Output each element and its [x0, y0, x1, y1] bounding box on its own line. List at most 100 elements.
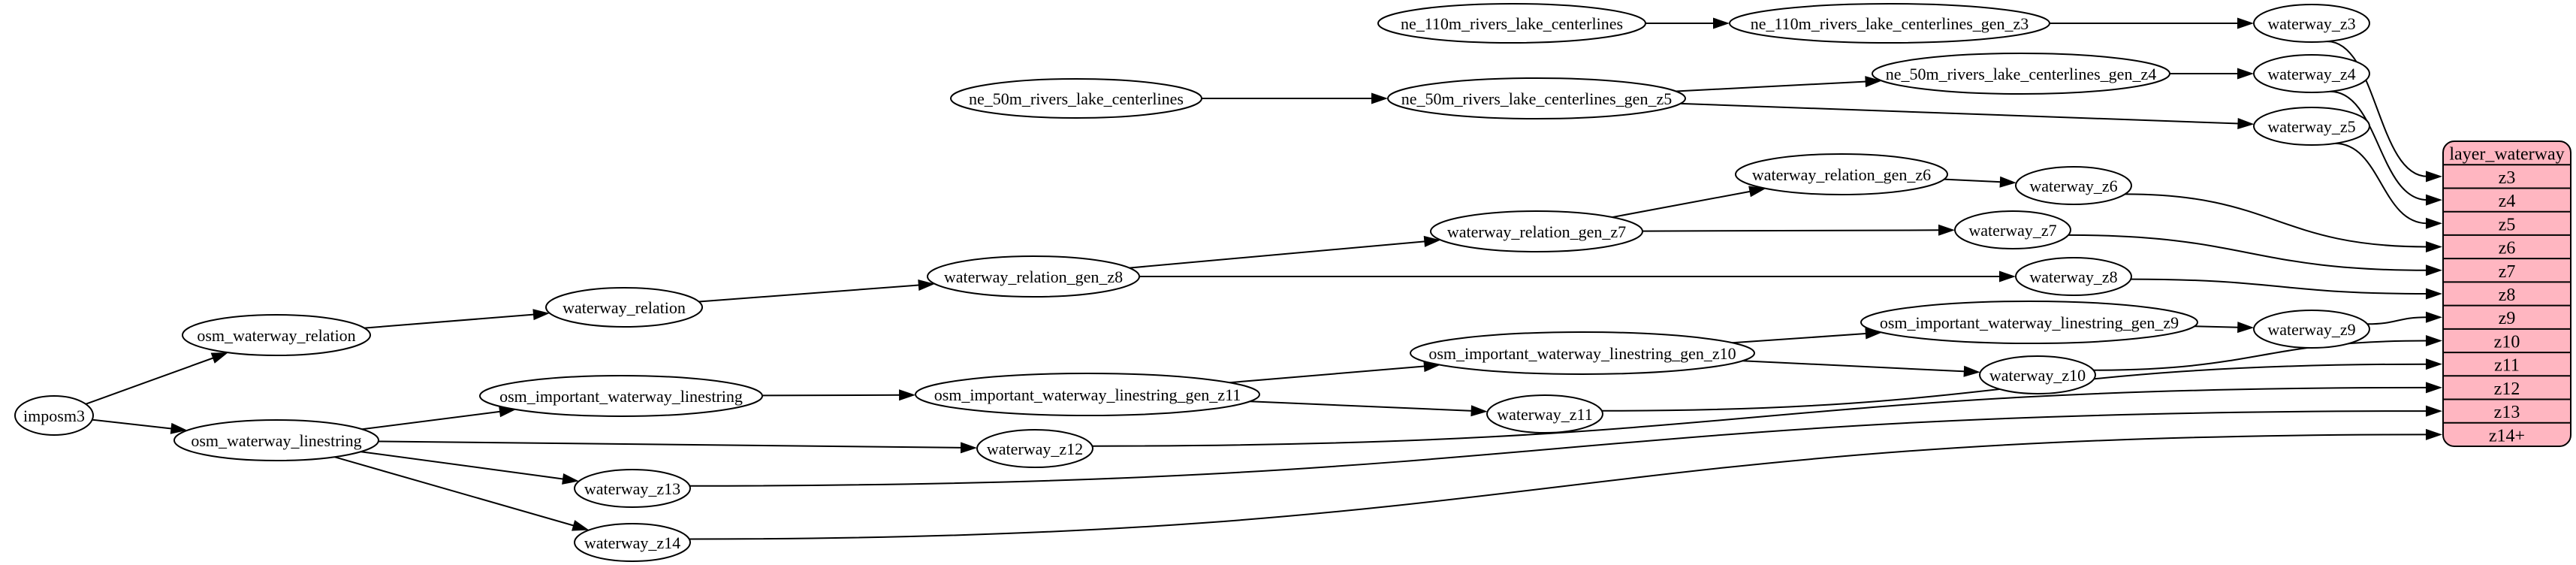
node-waterway_z4: waterway_z4 [2253, 54, 2370, 93]
table-row-z12: z12 [2494, 379, 2520, 399]
node-ne_110m_rivers_lake_centerlines_gen_z3-ellipse [1729, 3, 2050, 44]
node-waterway_z11-label: waterway_z11 [1497, 405, 1592, 424]
edge-osm_important_waterway_linestring_gen_z11-to-waterway_z11-arrowhead [1470, 405, 1488, 417]
edge-osm_waterway_relation-to-waterway_relation-path [364, 313, 535, 329]
table-row-z7: z7 [2499, 262, 2516, 282]
edge-osm_waterway_relation-to-waterway_relation-arrowhead [532, 309, 550, 321]
edge-waterway_relation_gen_z7-to-waterway_z7-arrowhead [1938, 224, 1956, 236]
node-ne_50m_rivers_lake_centerlines_gen_z5-ellipse [1387, 77, 1686, 119]
node-osm_important_waterway_linestring_gen_z11-label: osm_important_waterway_linestring_gen_z1… [934, 385, 1241, 404]
node-waterway_z12-label: waterway_z12 [987, 440, 1083, 458]
node-ne_110m_rivers_lake_centerlines_gen_z3: ne_110m_rivers_lake_centerlines_gen_z3 [1729, 3, 2050, 44]
node-ne_50m_rivers_lake_centerlines_gen_z5-label: ne_50m_rivers_lake_centerlines_gen_z5 [1401, 89, 1672, 108]
node-waterway_relation_gen_z6-ellipse [1735, 153, 1948, 195]
edge-waterway_z7-to-layer_waterway-z7-path [2068, 234, 2428, 271]
edges-layer [85, 17, 2442, 540]
edge-osm_waterway_linestring-to-waterway_z12-arrowhead [960, 442, 978, 454]
edge-waterway_relation-to-waterway_relation_gen_z8-path [698, 284, 920, 303]
edge-waterway_z8-to-layer_waterway-z8-path [2131, 278, 2428, 295]
table-row-z10: z10 [2494, 332, 2520, 352]
node-ne_110m_rivers_lake_centerlines-ellipse [1377, 3, 1646, 44]
edge-osm_important_waterway_linestring_gen_z11-to-osm_important_waterway_linestring_gen_z10-path [1229, 365, 1425, 384]
table-row-z14+: z14+ [2489, 426, 2525, 446]
node-waterway_z5-label: waterway_z5 [2267, 117, 2355, 136]
node-waterway_relation_gen_z7-label: waterway_relation_gen_z7 [1447, 222, 1626, 241]
edge-waterway_z13-to-layer_waterway-z13-path [689, 410, 2428, 487]
edge-ne_50m_rivers_lake_centerlines_gen_z4-to-waterway_z4 [2170, 68, 2254, 80]
edge-osm_important_waterway_linestring-to-osm_important_waterway_linestring_gen_z11-path [762, 394, 901, 397]
node-osm_important_waterway_linestring_gen_z10-label: osm_important_waterway_linestring_gen_z1… [1428, 344, 1736, 363]
edge-osm_important_waterway_linestring_gen_z9-to-waterway_z9-arrowhead [2237, 322, 2255, 334]
node-imposm3-label: imposm3 [23, 406, 85, 425]
edge-osm_important_waterway_linestring_gen_z11-to-waterway_z11-path [1250, 400, 1473, 412]
node-waterway_z3-ellipse [2253, 4, 2370, 43]
edge-waterway_z5-to-layer_waterway-z5-arrowhead [2426, 217, 2442, 229]
edge-osm_waterway_relation-to-waterway_relation [364, 309, 550, 329]
edge-waterway_z9-to-layer_waterway-z9 [2367, 311, 2442, 325]
node-osm_important_waterway_linestring_gen_z10-ellipse [1410, 331, 1755, 375]
edge-osm_important_waterway_linestring_gen_z10-to-waterway_z10-path [1742, 360, 1965, 373]
table-row-z5: z5 [2499, 215, 2516, 234]
node-ne_50m_rivers_lake_centerlines_gen_z4-label: ne_50m_rivers_lake_centerlines_gen_z4 [1886, 65, 2156, 83]
edge-ne_50m_rivers_lake_centerlines_gen_z5-to-waterway_z5 [1680, 102, 2255, 129]
node-waterway_relation_gen_z8: waterway_relation_gen_z8 [927, 255, 1140, 298]
node-ne_50m_rivers_lake_centerlines_gen_z5: ne_50m_rivers_lake_centerlines_gen_z5 [1387, 77, 1686, 119]
edge-waterway_z10-to-layer_waterway-z10-path [2093, 340, 2428, 371]
edge-waterway_z3-to-layer_waterway-z3-arrowhead [2426, 171, 2442, 183]
edge-ne_110m_rivers_lake_centerlines_gen_z3-to-waterway_z3 [2050, 17, 2254, 29]
node-waterway_z8: waterway_z8 [2015, 257, 2132, 296]
edge-waterway_relation-to-waterway_relation_gen_z8 [698, 279, 935, 303]
layer-waterway-table-title: layer_waterway [2449, 145, 2564, 165]
edge-osm_important_waterway_linestring-to-osm_important_waterway_linestring_gen_z11 [762, 389, 916, 401]
node-waterway_z14-label: waterway_z14 [584, 533, 680, 552]
edge-waterway_z3-to-layer_waterway-z3-path [2327, 41, 2428, 177]
edge-ne_110m_rivers_lake_centerlines-to-ne_110m_rivers_lake_centerlines_gen_z3 [1645, 17, 1730, 29]
node-waterway_z9-ellipse [2253, 310, 2370, 349]
edge-waterway_relation_gen_z8-to-waterway_relation_gen_z7-path [1129, 240, 1426, 269]
table-row-z3: z3 [2499, 168, 2516, 188]
edge-osm_important_waterway_linestring_gen_z10-to-waterway_z10-arrowhead [1963, 365, 1980, 377]
node-osm_important_waterway_linestring_gen_z11-ellipse [915, 373, 1260, 416]
edge-imposm3-to-osm_waterway_relation [85, 352, 228, 405]
table-row-z6: z6 [2499, 239, 2516, 258]
edge-ne_50m_rivers_lake_centerlines_gen_z5-to-waterway_z5-path [1680, 102, 2240, 125]
node-waterway_z4-label: waterway_z4 [2267, 65, 2355, 83]
table-row-z4: z4 [2499, 192, 2516, 211]
node-waterway_z10-label: waterway_z10 [1989, 366, 2086, 385]
node-ne_50m_rivers_lake_centerlines-label: ne_50m_rivers_lake_centerlines [969, 89, 1184, 108]
edge-waterway_z6-to-layer_waterway-z6 [2125, 193, 2442, 253]
node-ne_50m_rivers_lake_centerlines_gen_z4: ne_50m_rivers_lake_centerlines_gen_z4 [1872, 53, 2170, 95]
edge-osm_important_waterway_linestring_gen_z10-to-osm_important_waterway_linestring_gen_z9-path [1732, 332, 1867, 344]
edge-osm_waterway_linestring-to-waterway_z13-path [360, 451, 565, 480]
node-osm_important_waterway_linestring-ellipse [479, 375, 763, 417]
edge-waterway_z13-to-layer_waterway-z13 [689, 405, 2442, 487]
node-ne_110m_rivers_lake_centerlines_gen_z3-label: ne_110m_rivers_lake_centerlines_gen_z3 [1751, 14, 2029, 33]
node-ne_50m_rivers_lake_centerlines: ne_50m_rivers_lake_centerlines [950, 78, 1202, 119]
edge-osm_waterway_linestring-to-waterway_z12-path [378, 440, 963, 449]
node-waterway_z13-ellipse [574, 469, 691, 508]
edge-osm_important_waterway_linestring_gen_z11-to-waterway_z11 [1250, 400, 1488, 417]
node-imposm3: imposm3 [14, 395, 94, 436]
node-osm_important_waterway_linestring: osm_important_waterway_linestring [479, 375, 763, 417]
edge-waterway_relation_gen_z6-to-waterway_z6 [1944, 176, 2016, 188]
node-ne_110m_rivers_lake_centerlines: ne_110m_rivers_lake_centerlines [1377, 3, 1646, 44]
edge-waterway_z6-to-layer_waterway-z6-arrowhead [2426, 241, 2442, 253]
edge-waterway_relation_gen_z6-to-waterway_z6-path [1944, 178, 2001, 183]
nodes-layer: imposm3osm_waterway_relationosm_waterway… [14, 3, 2370, 562]
node-waterway_z13: waterway_z13 [574, 469, 691, 508]
edge-ne_50m_rivers_lake_centerlines_gen_z5-to-ne_50m_rivers_lake_centerlines_gen_z4-path [1676, 80, 1867, 92]
edge-ne_50m_rivers_lake_centerlines-to-ne_50m_rivers_lake_centerlines_gen_z5-arrowhead [1371, 92, 1388, 104]
node-osm_important_waterway_linestring_gen_z11: osm_important_waterway_linestring_gen_z1… [915, 373, 1260, 416]
node-waterway_z9: waterway_z9 [2253, 310, 2370, 349]
node-waterway_relation_gen_z7: waterway_relation_gen_z7 [1430, 210, 1643, 252]
edge-imposm3-to-osm_waterway_relation-arrowhead [210, 352, 228, 364]
edge-osm_important_waterway_linestring_gen_z9-to-waterway_z9-path [2194, 325, 2240, 328]
edge-waterway_relation_gen_z8-to-waterway_z8 [1139, 270, 2016, 282]
edge-waterway_z8-to-layer_waterway-z8 [2131, 278, 2442, 300]
node-waterway_z14-ellipse [574, 523, 691, 562]
edge-waterway_relation_gen_z8-to-waterway_relation_gen_z7 [1129, 235, 1441, 269]
edge-waterway_z14-to-layer_waterway-z14+-path [689, 434, 2428, 540]
node-waterway_relation_gen_z8-label: waterway_relation_gen_z8 [944, 267, 1123, 286]
edge-waterway_relation_gen_z7-to-waterway_z7 [1642, 224, 1956, 236]
